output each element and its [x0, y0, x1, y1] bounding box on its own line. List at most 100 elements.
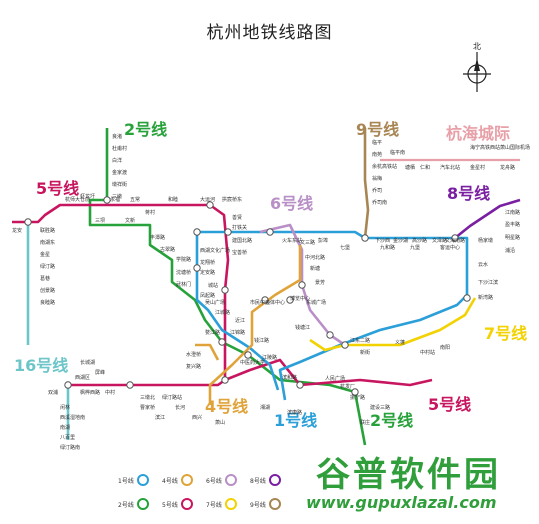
station-label[interactable]: 葛巷 [40, 276, 51, 282]
interchange-ring-icon[interactable] [24, 218, 32, 226]
interchange-ring-icon[interactable] [341, 341, 349, 349]
station-label[interactable]: 塘栖 [405, 165, 416, 171]
station-label[interactable]: 和睦 [168, 197, 179, 203]
station-label[interactable]: 新湾路 [478, 295, 494, 301]
station-label[interactable]: 西兴 [192, 415, 203, 421]
station-label[interactable]: 西溪湿地南 [60, 415, 86, 421]
station-label[interactable]: 翁梅 [372, 176, 383, 182]
station-label[interactable]: 学院路 [176, 257, 192, 263]
station-label[interactable]: 乔司南 [372, 200, 388, 206]
station-label[interactable]: 下沙江滨 [478, 280, 499, 286]
station-label[interactable]: 大运河 [200, 197, 216, 203]
station-label[interactable]: 虾龙圩 [80, 194, 96, 200]
interchange-ring-icon[interactable] [296, 381, 304, 389]
station-label[interactable]: 七堡 [340, 245, 351, 251]
station-label[interactable]: 吴山广场 [205, 300, 226, 306]
station-label[interactable]: 钱塘江 [295, 325, 311, 331]
station-label[interactable]: 凤起路 [200, 293, 216, 299]
station-label[interactable]: 西湖区 [75, 375, 91, 381]
station-label[interactable]: 绿汀路 [40, 264, 56, 270]
station-label[interactable]: 盈丰路 [505, 222, 521, 228]
station-label[interactable]: 定安路 [200, 270, 216, 276]
interchange-ring-icon[interactable] [64, 381, 72, 389]
station-label[interactable]: 近江 [235, 318, 246, 324]
station-label[interactable]: 龙安 [12, 228, 23, 234]
station-label[interactable]: 三墩 [112, 194, 123, 200]
station-label[interactable]: 景芳 [315, 280, 326, 286]
station-label[interactable]: 双浦 [48, 390, 59, 396]
station-label[interactable]: 闲林 [60, 405, 71, 411]
station-label[interactable]: 南阳 [440, 345, 451, 351]
station-label[interactable]: 新塘 [310, 266, 321, 272]
station-label[interactable]: 联胜路 [40, 228, 56, 234]
station-label[interactable]: 屏峰 [95, 370, 106, 376]
interchange-ring-icon[interactable] [218, 338, 226, 346]
station-label[interactable]: 复兴路 [186, 364, 202, 370]
station-label[interactable]: 古翠路 [160, 247, 176, 253]
station-label[interactable]: 蒋村 [145, 210, 156, 216]
interchange-ring-icon[interactable] [266, 228, 274, 236]
interchange-ring-icon[interactable] [351, 388, 359, 396]
interchange-ring-icon[interactable] [298, 281, 306, 289]
station-label[interactable]: 临平南 [390, 150, 406, 156]
station-label[interactable]: 杭师大仓前 [65, 197, 91, 203]
interchange-ring-icon[interactable] [224, 228, 232, 236]
interchange-ring-icon[interactable] [221, 376, 229, 384]
station-label[interactable]: 市民中心 [250, 300, 271, 306]
station-label[interactable]: 钱江路 [254, 338, 270, 344]
station-label[interactable]: 金星村 [470, 165, 486, 171]
station-label[interactable]: 东城广场 [306, 300, 327, 306]
interchange-ring-icon[interactable] [463, 294, 471, 302]
station-label[interactable]: 江锦路 [230, 330, 246, 336]
station-label[interactable]: 临平 [372, 140, 383, 146]
station-label[interactable]: 八百里 [60, 435, 76, 441]
station-label[interactable]: 江东二路 [350, 338, 371, 344]
station-label[interactable]: 武林门 [176, 282, 192, 288]
station-label[interactable]: 建国北路 [232, 238, 253, 244]
station-label[interactable]: 客运中心 [440, 245, 461, 251]
station-label[interactable]: 丰潭路 [150, 235, 166, 241]
station-label[interactable]: 文新 [125, 218, 136, 224]
interchange-ring-icon[interactable] [193, 264, 201, 272]
station-label[interactable]: 长河 [175, 405, 186, 411]
station-label[interactable]: 三坝 [95, 218, 106, 224]
station-label[interactable]: 创景路 [40, 288, 56, 294]
station-label[interactable]: 九和路 [380, 245, 396, 251]
station-label[interactable]: 仁和 [420, 165, 431, 171]
station-label[interactable]: 南湖 [60, 425, 71, 431]
station-label[interactable]: 长城湖 [80, 360, 96, 366]
station-label[interactable]: 曹家桥 [140, 405, 156, 411]
station-label[interactable]: 金星 [40, 252, 51, 258]
interchange-ring-icon[interactable] [206, 201, 214, 209]
station-label[interactable]: 联庄 [360, 420, 371, 426]
station-label[interactable]: 文海南路 [445, 238, 466, 244]
station-label[interactable]: 滨康路 [287, 410, 303, 416]
station-label[interactable]: 墩祥街 [112, 182, 128, 188]
station-label[interactable]: 文泽路 [432, 238, 448, 244]
station-label[interactable]: 南苑 [372, 152, 383, 158]
station-label[interactable]: 奥体中心 [265, 300, 286, 306]
station-label[interactable]: 中河北路 [305, 255, 326, 261]
station-label[interactable]: 枫桦西路 [80, 390, 101, 396]
station-label[interactable]: 西湖文化广场 [200, 248, 231, 254]
interchange-ring-icon[interactable] [451, 234, 459, 242]
station-label[interactable]: 中村 [105, 390, 116, 396]
station-label[interactable]: 云水 [478, 262, 489, 268]
station-label[interactable]: 五常 [130, 197, 141, 203]
station-label[interactable]: 沈塘桥 [176, 270, 192, 276]
station-label[interactable]: 彭埠 [318, 238, 329, 244]
station-label[interactable]: 绿汀路站 [162, 395, 183, 401]
station-label[interactable]: 萧山国际机场 [500, 145, 531, 151]
station-label[interactable]: 振宁路 [350, 395, 366, 401]
station-label[interactable]: 杨家墩 [478, 238, 494, 244]
interchange-ring-icon[interactable] [126, 381, 134, 389]
station-label[interactable]: 金家渡 [112, 170, 128, 176]
station-label[interactable]: 宝善桥 [232, 250, 248, 256]
interchange-ring-icon[interactable] [103, 196, 111, 204]
station-label[interactable]: 水澄桥 [186, 352, 202, 358]
station-label[interactable]: 新街 [360, 350, 371, 356]
station-label[interactable]: 三墩北 [140, 395, 156, 401]
interchange-ring-icon[interactable] [261, 296, 269, 304]
station-label[interactable]: 打铁关 [232, 225, 248, 231]
station-label[interactable]: 博览中心 [290, 296, 311, 302]
